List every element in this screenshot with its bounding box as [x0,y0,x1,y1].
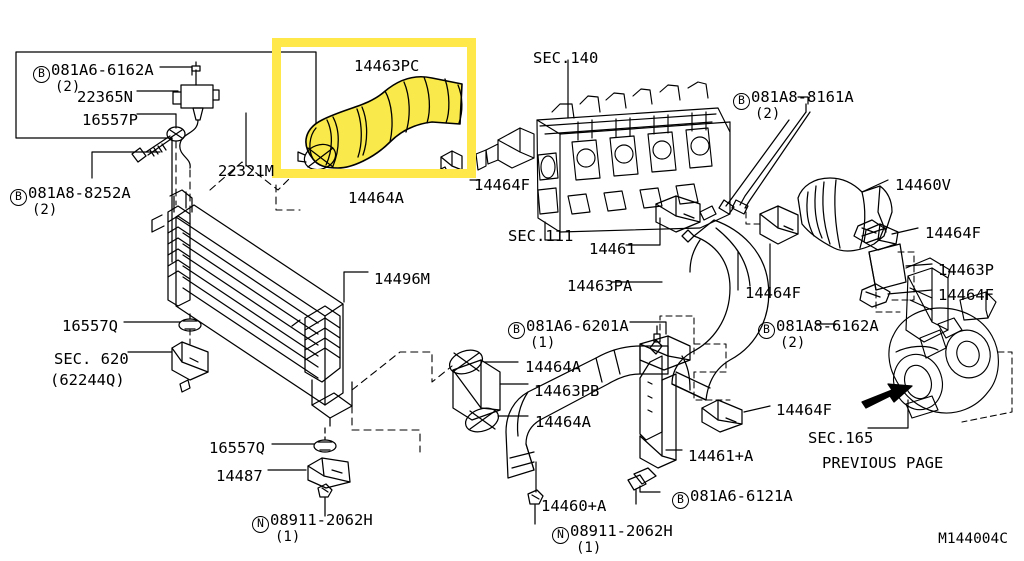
bullet-b-icon: B [10,189,27,206]
label-08911-2062H-left-qty: (1) [275,529,301,545]
label-081A8-6162A-qty: (2) [780,335,806,351]
part-14464A-clamp-lower [464,407,500,433]
part-14464A-clamp-upper [448,349,484,375]
label-text: 08911-2062H [270,511,373,529]
label-16557Q-upper: 16557Q [62,317,118,335]
label-62244Q: (62244Q) [50,371,125,389]
label-text: 081A6-6121A [690,487,793,505]
part-14464F-clamp-upper-right [759,205,799,245]
part-14496M-intercooler [151,189,353,427]
label-14463PB: 14463PB [534,382,600,400]
label-14463PA: 14463PA [567,277,633,295]
part-14460+A-duct [505,335,691,479]
part-14461+A-bracket [627,355,677,505]
leader-lines-lower-middle [483,243,771,493]
label-22365N: 22365N [77,88,133,106]
label-text: 081A6-6162A [51,61,154,79]
part-08911-2062H-nut-left [317,483,333,517]
part-14463P-hose-right [868,243,907,291]
label-14464F-lower-mid: 14464F [776,401,832,419]
part-16557Q-lower [313,427,337,453]
bullet-b-icon: B [672,492,689,509]
leader-lines-right [797,96,933,325]
label-081A8-8252A-qty: (2) [32,202,58,218]
label-sec-165: SEC.165 [808,429,874,447]
part-081A8-8252A-bolt [131,135,172,163]
part-14464F-clamp-rr-bottom [859,283,891,308]
bullet-n-icon: N [252,516,269,533]
label-sec-620: SEC. 620 [54,350,129,368]
label-text: 081A6-6201A [526,317,629,335]
label-14463PC: 14463PC [354,57,420,75]
label-sec-140: SEC.140 [533,49,599,67]
figure-code: M144004C [938,531,1008,547]
label-previous-page: PREVIOUS PAGE [822,454,944,472]
previous-page-arrow [861,383,913,409]
part-14463PA-hose [671,219,770,401]
leader-lines-intercooler [123,271,369,471]
part-SEC620-62244Q-bracket [171,341,209,393]
label-16557P: 16557P [82,111,138,129]
part-081A8-8161A-bolts [718,103,811,215]
label-14464A-mid-lower: 14464A [535,413,591,431]
label-14464F-r1: 14464F [925,224,981,242]
part-14464A-clamp [297,143,337,171]
part-16557P-grommet [166,126,186,142]
label-text: 08911-2062H [570,522,673,540]
label-14496M: 14496M [374,270,430,288]
label-text: 081A8-8252A [28,184,131,202]
engine-cylinder-head-assembly [475,81,731,233]
label-16557Q-lower: 16557Q [209,439,265,457]
label-14461: 14461 [589,240,636,258]
label-14460V: 14460V [895,176,951,194]
part-16557Q-upper [178,313,202,332]
part-14463PC-charge-air-hose [305,76,463,169]
part-14487-bracket [307,457,351,489]
highlight-box-14463PC [272,38,476,178]
bullet-b-icon: B [733,93,750,110]
label-14464A-top: 14464A [348,189,404,207]
label-14464F-left: 14464F [474,176,530,194]
part-081A6-6201A-bolt [649,325,663,355]
label-text: 081A8-6162A [776,317,879,335]
label-14487: 14487 [216,467,263,485]
label-14464F-mid: 14464F [745,284,801,302]
label-14464A-mid-upper: 14464A [525,358,581,376]
part-14464F-clamp-rr-top [853,219,885,244]
label-081A6-6201A-qty: (1) [530,335,556,351]
bullet-b-icon: B [33,66,50,83]
assembly-dashed-guides-mid [351,351,453,453]
label-14464F-r2: 14464F [938,286,994,304]
bullet-b-icon: B [758,322,775,339]
part-22365N-solenoid [172,61,220,169]
label-text: 081A8-8161A [751,88,854,106]
bullet-n-icon: N [552,527,569,544]
label-08911-2062H-mid-qty: (1) [576,540,602,556]
label-081A6-6162A-qty: (2) [55,79,81,95]
part-14460V-air-duct [797,177,893,252]
label-14460+A: 14460+A [541,497,607,515]
label-22321M: 22321M [218,162,274,180]
label-081A8-8161A-qty: (2) [755,106,781,122]
label-14461+A: 14461+A [688,447,754,465]
label-14463P: 14463P [938,261,994,279]
part-14461-bracket [655,195,717,243]
bullet-b-icon: B [508,322,525,339]
label-sec-111: SEC.111 [508,227,574,245]
part-14464F-clamp-bottom [701,399,743,433]
